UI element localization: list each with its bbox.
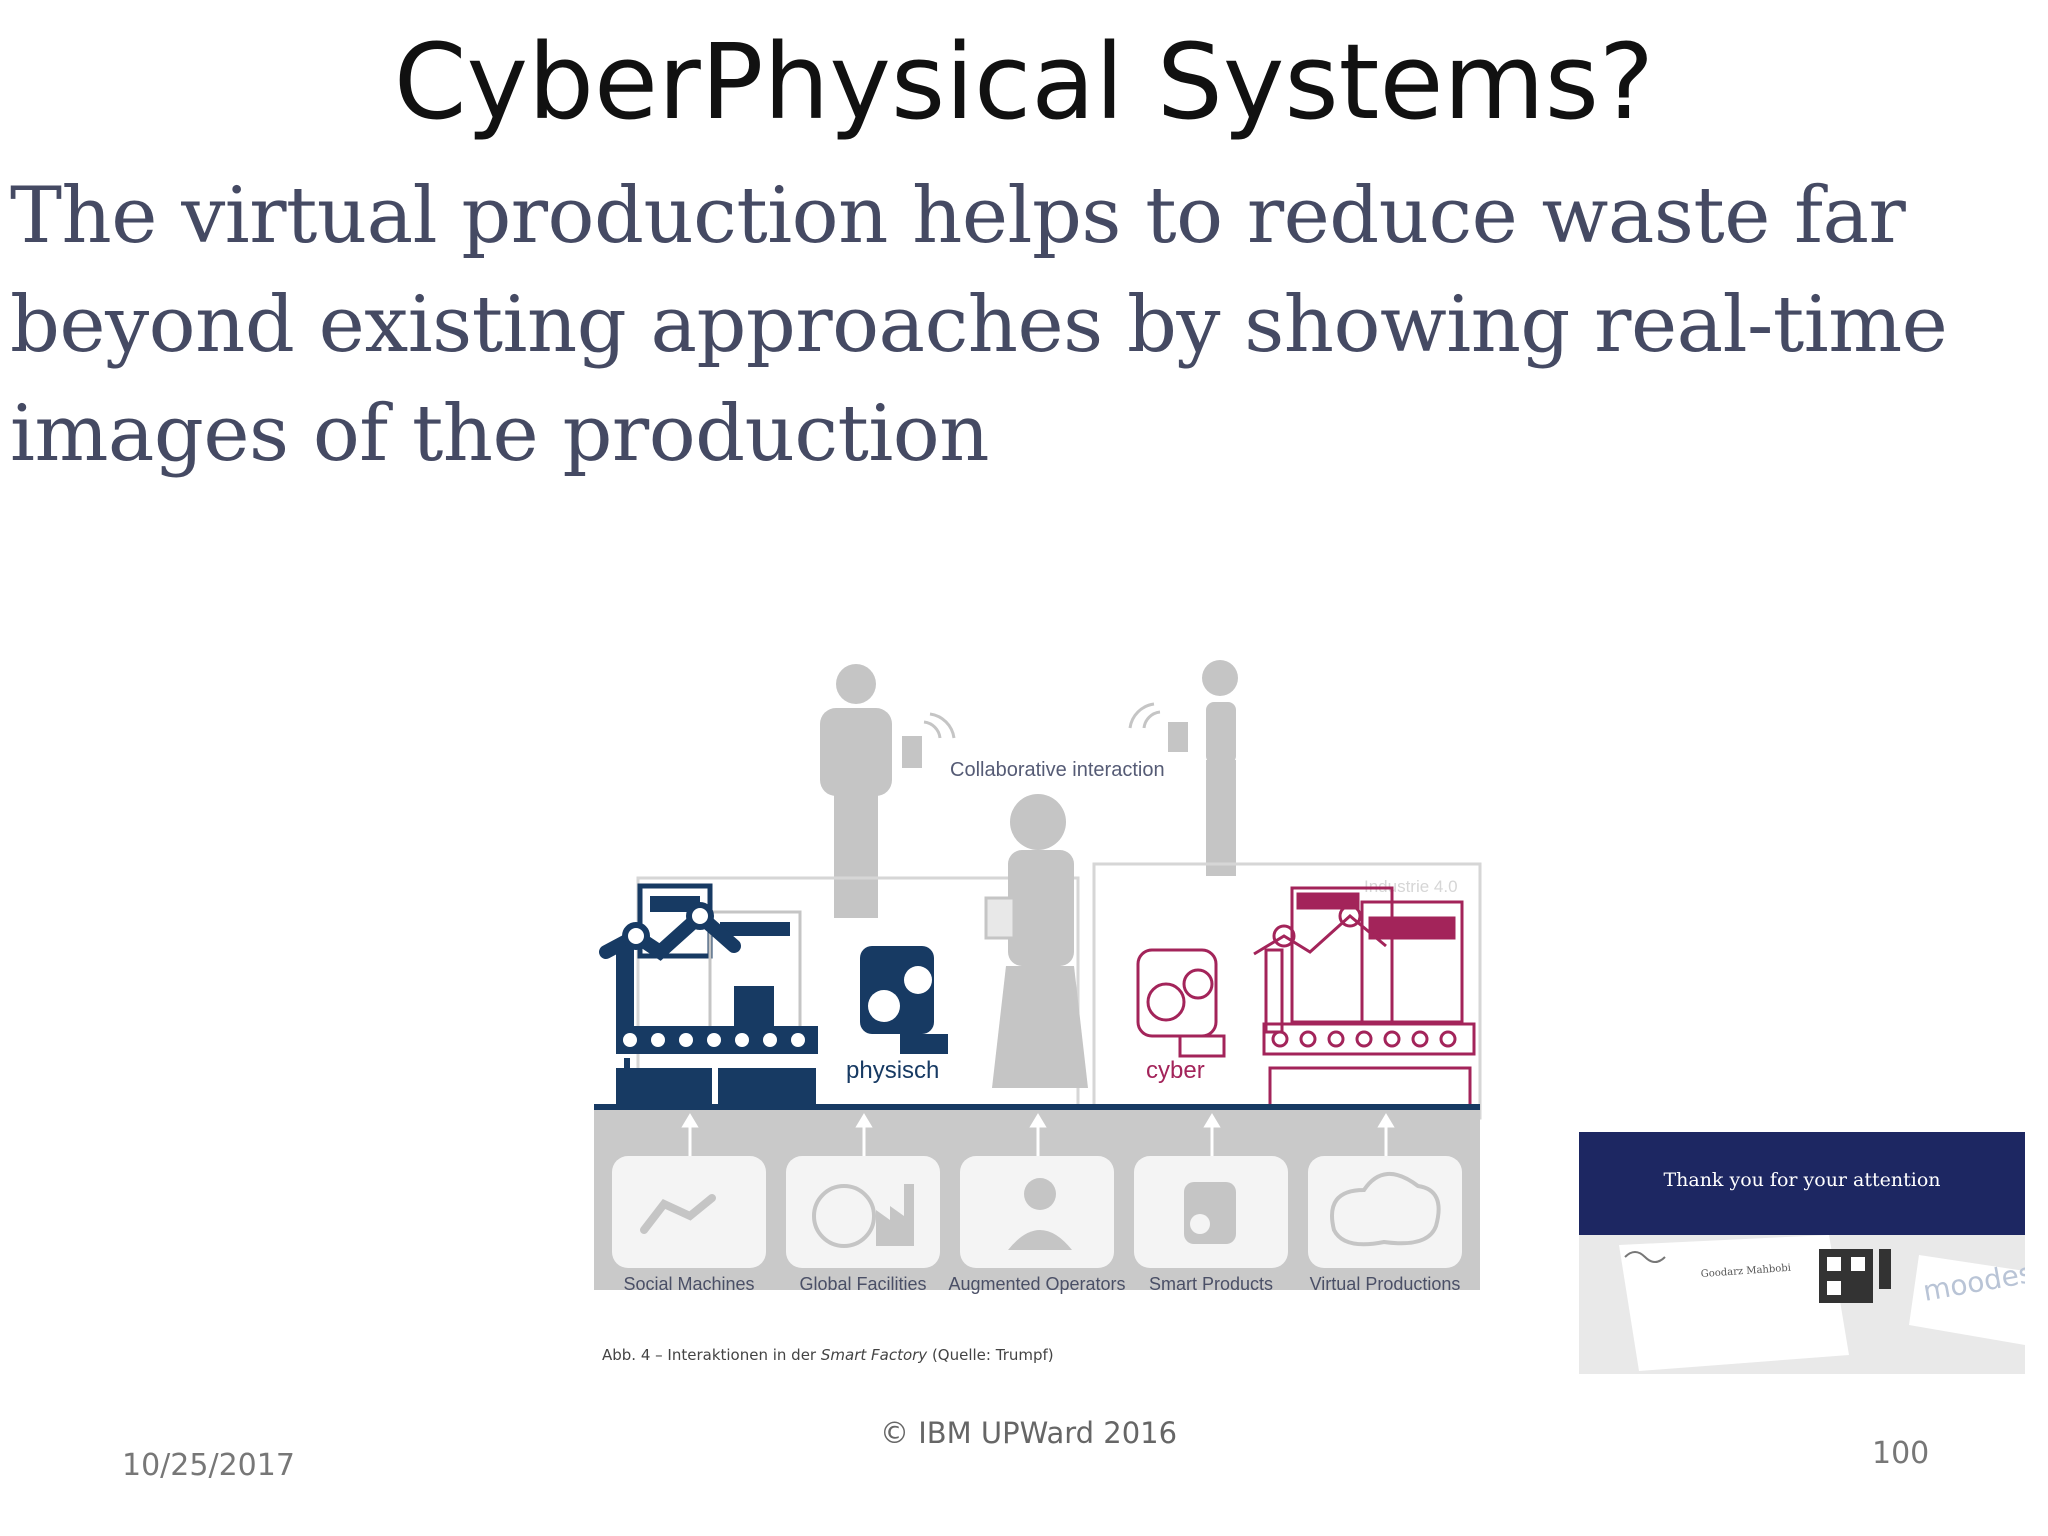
cyber-product-icon (1136, 948, 1226, 1058)
box-label: Smart Products (1149, 1274, 1273, 1294)
box-virtual-productions (1308, 1156, 1462, 1268)
slide-page-number: 100 (1872, 1436, 1930, 1471)
wifi-icon (1128, 702, 1161, 729)
cyber-machine-icon (1253, 886, 1476, 1116)
caption-suffix: (Quelle: Trumpf) (927, 1346, 1054, 1364)
box-label: Augmented Operators (948, 1274, 1125, 1294)
collaborative-interaction-label: Collaborative interaction (950, 759, 1165, 781)
tablet-icon (902, 736, 922, 768)
business-cards-picture: Goodarz Mahbobi moodess (1579, 1235, 2025, 1374)
box-label: Social Machines (623, 1274, 754, 1294)
box-label: Global Facilities (799, 1274, 926, 1294)
figure-caption: Abb. 4 – Interaktionen in der Smart Fact… (602, 1346, 1054, 1364)
physical-label: physisch (846, 1057, 939, 1084)
industrie-label: Industrie 4.0 (1364, 877, 1458, 896)
caption-prefix: Abb. 4 – Interaktionen in der (602, 1346, 821, 1364)
platform-bar (594, 1104, 1480, 1110)
slide-title: CyberPhysical Systems? (393, 21, 1655, 143)
box-label: Virtual Productions (1310, 1274, 1461, 1294)
body-line: images of the production (10, 389, 990, 479)
box-social-machines (612, 1156, 766, 1268)
cloud-icon (1330, 1171, 1441, 1247)
slide-date: 10/25/2017 (122, 1448, 295, 1483)
operator-woman-icon (992, 794, 1088, 1088)
smart-factory-figure: Collaborative interaction Industrie 4.0 (594, 660, 1482, 1294)
slide-copyright: © IBM UPWard 2016 (880, 1416, 1178, 1450)
wifi-icon (923, 712, 956, 739)
thank-you-header: Thank you for your attention (1579, 1132, 2025, 1235)
operator-icon (1024, 1178, 1056, 1210)
person-left-icon (820, 664, 892, 918)
box-augmented-operators (960, 1156, 1114, 1268)
box-global-facilities (786, 1156, 940, 1268)
box-smart-products (1134, 1156, 1288, 1268)
cyber-label: cyber (1146, 1057, 1205, 1084)
person-right-icon (1202, 660, 1238, 876)
physical-product-icon (860, 946, 948, 1054)
upward-arrows (681, 1113, 1395, 1156)
robot-arm-icon (640, 1194, 716, 1234)
body-line: beyond existing approaches by showing re… (10, 280, 1948, 370)
smart-product-icon (1184, 1182, 1236, 1244)
globe-icon (812, 1184, 876, 1248)
clipboard-icon (984, 896, 1016, 940)
caption-italic: Smart Factory (820, 1346, 928, 1364)
tablet-icon (1168, 722, 1188, 752)
factory-icon (876, 1184, 914, 1246)
thank-you-card-image: Thank you for your attention Goodarz Mah… (1579, 1132, 2025, 1374)
slide-body-text: The virtual production helps to reduce w… (10, 162, 2030, 489)
body-line: The virtual production helps to reduce w… (10, 171, 1906, 261)
